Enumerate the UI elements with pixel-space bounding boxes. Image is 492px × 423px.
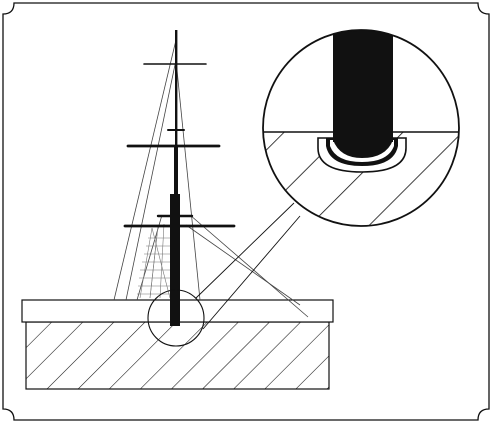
ratlines-netting [137, 223, 171, 299]
hull-section-hatched [25, 321, 330, 390]
magnifier-circle-large [262, 29, 460, 227]
rigging-stays [113, 39, 309, 318]
magnifier-circle-small [147, 289, 205, 347]
mast-step-detail [263, 30, 459, 226]
leader-lines [195, 202, 301, 330]
mast [170, 30, 180, 326]
